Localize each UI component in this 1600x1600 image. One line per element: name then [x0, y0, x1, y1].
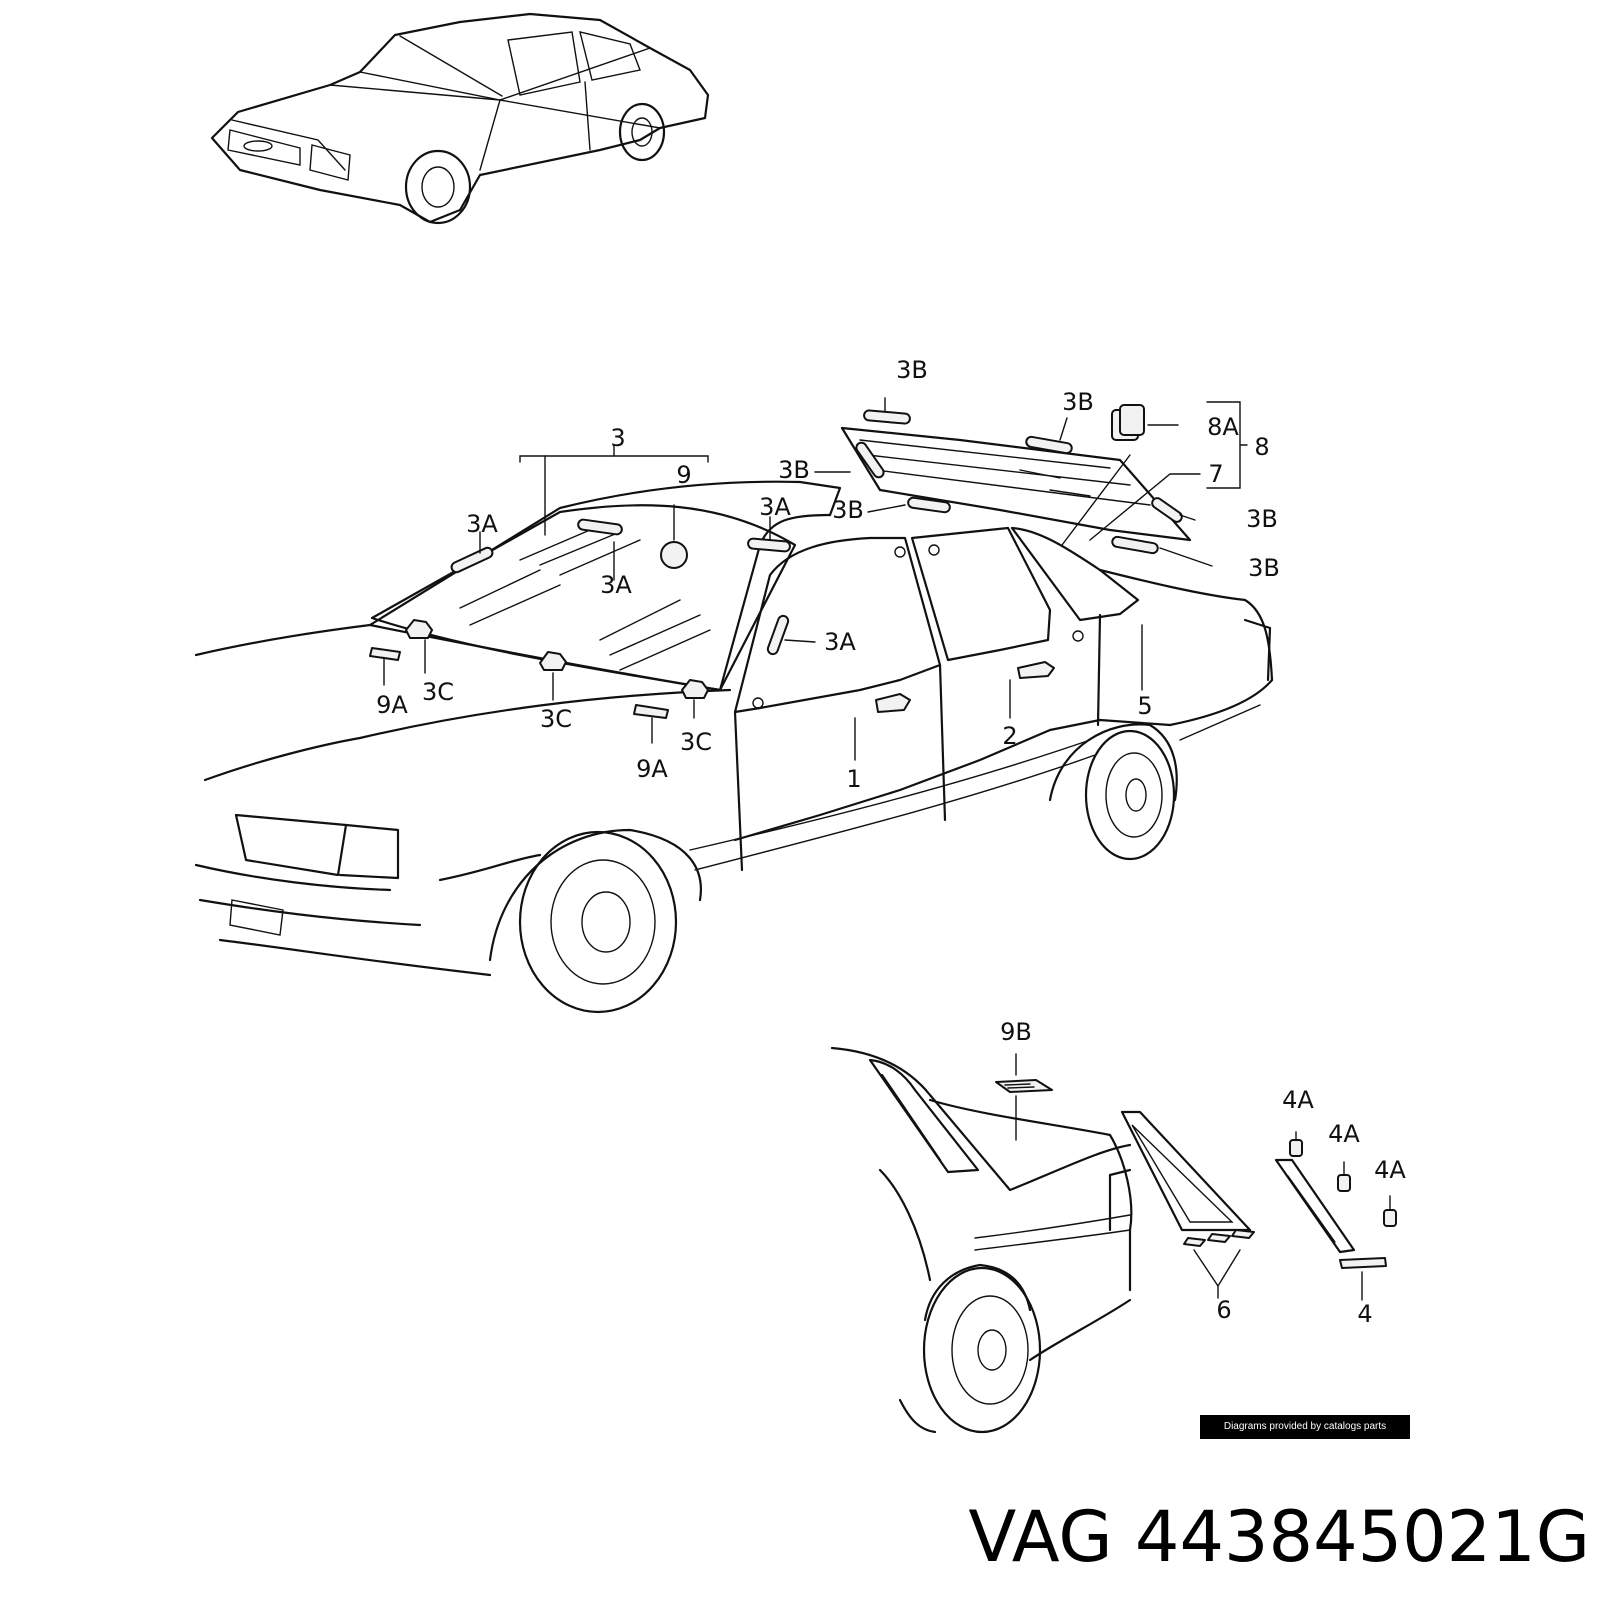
callout-9: 9 — [676, 461, 691, 489]
overview-car — [210, 12, 710, 225]
main-car — [194, 480, 1274, 1014]
callout-8a: 8A — [1207, 413, 1239, 441]
callout-3a: 3A — [824, 628, 856, 656]
callout-9a: 9A — [376, 691, 408, 719]
part-number: 443845021G — [1134, 1496, 1590, 1578]
callout-3b: 3B — [1246, 505, 1278, 533]
callout-3c: 3C — [540, 705, 572, 733]
part-number-title: VAG 443845021G — [880, 1492, 1590, 1582]
callout-8: 8 — [1254, 433, 1269, 461]
callout-3b: 3B — [1062, 388, 1094, 416]
callout-3b: 3B — [778, 456, 810, 484]
callout-3: 3 — [610, 424, 625, 452]
callout-3b: 3B — [896, 356, 928, 384]
callout-4a: 4A — [1374, 1156, 1406, 1184]
fitting-parts — [369, 404, 1183, 719]
callout-4a: 4A — [1282, 1086, 1314, 1114]
callout-3c: 3C — [680, 728, 712, 756]
rear-quarter-view — [830, 1046, 1133, 1434]
quarter-glass-parts — [995, 1053, 1397, 1301]
callout-9a: 9A — [636, 755, 668, 783]
callout-3a: 3A — [759, 493, 791, 521]
callout-3b: 3B — [832, 496, 864, 524]
callout-6: 6 — [1216, 1296, 1231, 1324]
callout-2: 2 — [1002, 722, 1017, 750]
callout-7: 7 — [1208, 460, 1223, 488]
brand-name: VAG — [968, 1496, 1113, 1578]
catalog-credit-label: Diagrams provided by catalogs parts — [1200, 1415, 1410, 1439]
leader-lines — [383, 397, 1248, 761]
rear-window-glass — [840, 426, 1192, 542]
callout-4: 4 — [1357, 1300, 1372, 1328]
callout-3a: 3A — [600, 571, 632, 599]
callout-5: 5 — [1137, 692, 1152, 720]
callout-labels: 3 3B 3B 8A 8 9 3B 7 3A 3B 3B 3A 3B 3A 3A… — [376, 356, 1406, 1328]
windshield — [370, 504, 797, 692]
callout-9b: 9B — [1000, 1018, 1032, 1046]
callout-3a: 3A — [466, 510, 498, 538]
callout-1: 1 — [846, 765, 861, 793]
callout-3b: 3B — [1248, 554, 1280, 582]
callout-3c: 3C — [422, 678, 454, 706]
callout-4a: 4A — [1328, 1120, 1360, 1148]
